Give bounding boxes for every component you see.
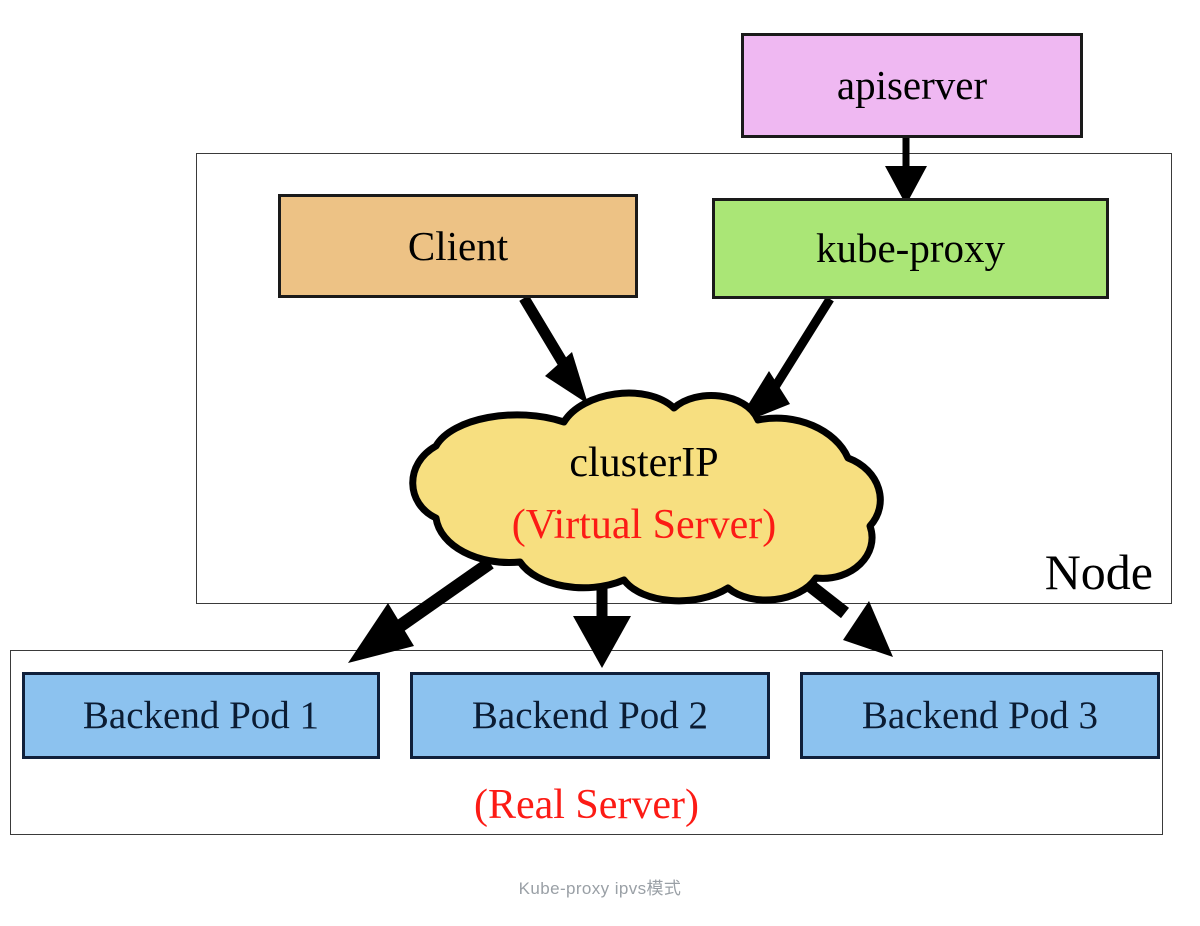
node-label: Node: [1044, 544, 1153, 600]
clusterip-cloud: clusterIP (Virtual Server): [396, 386, 892, 612]
apiserver-box[interactable]: apiserver: [741, 33, 1083, 138]
kube-proxy-box[interactable]: kube-proxy: [712, 198, 1109, 299]
backend-pod-1-box[interactable]: Backend Pod 1: [22, 672, 380, 759]
figure-caption: Kube-proxy ipvs模式: [518, 879, 682, 898]
backend-pod-2-box[interactable]: Backend Pod 2: [410, 672, 770, 759]
client-box[interactable]: Client: [278, 194, 638, 298]
real-server-label: (Real Server): [473, 782, 700, 828]
backend-pod-3-box[interactable]: Backend Pod 3: [800, 672, 1160, 759]
cloud-shape-icon: [409, 389, 884, 605]
